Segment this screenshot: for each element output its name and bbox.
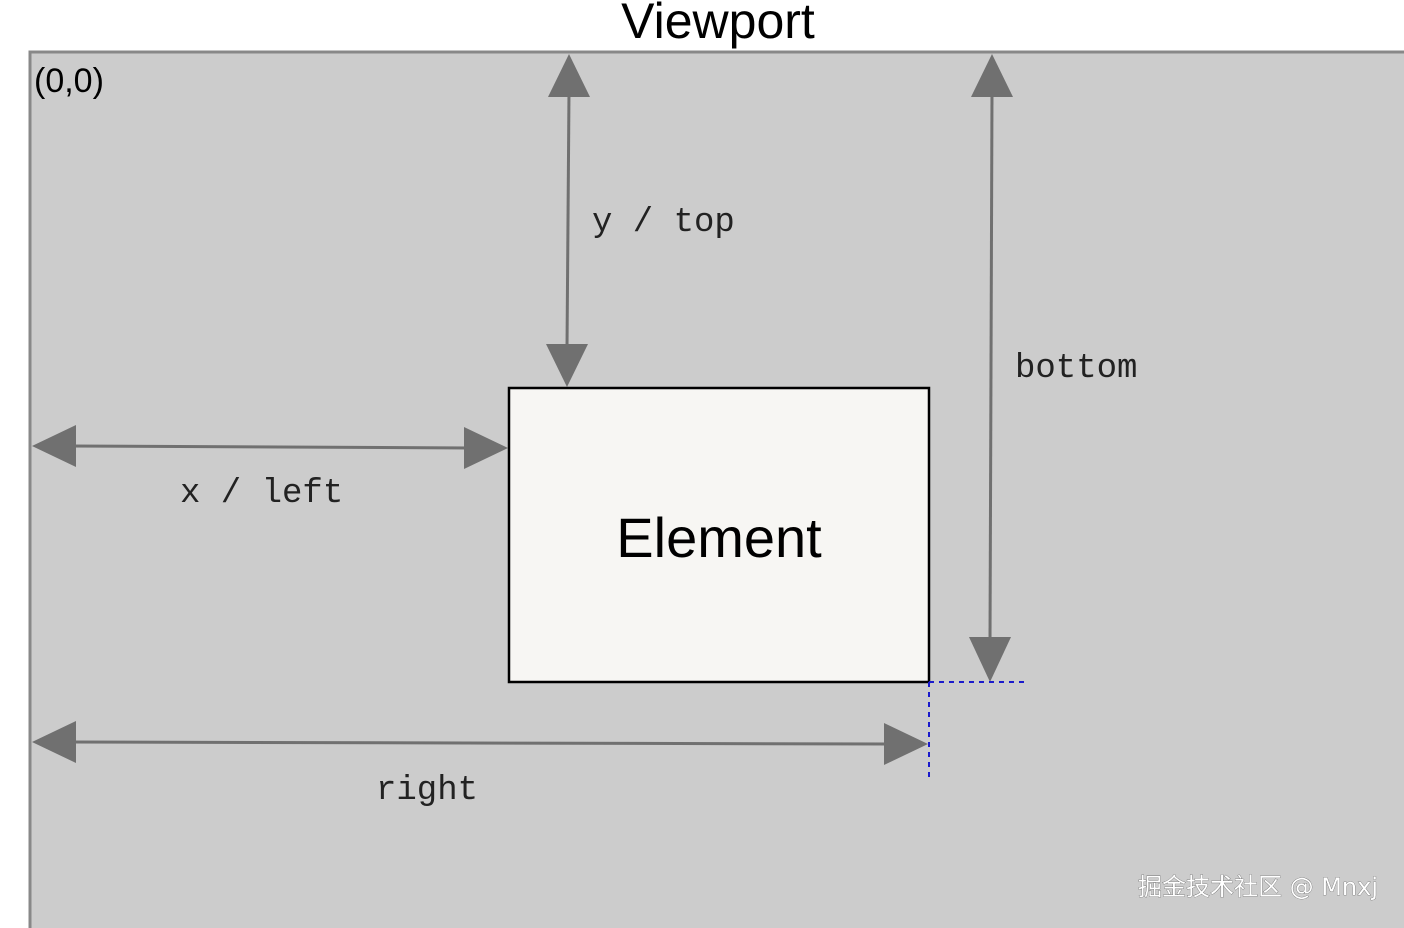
top-label: y / top (592, 204, 735, 242)
bottom-arrow (969, 54, 1013, 682)
left-arrow (32, 425, 508, 469)
corner-guides (928, 681, 1026, 778)
left-label: x / left (180, 475, 343, 513)
element-label: Element (616, 506, 822, 569)
top-arrow (546, 54, 590, 387)
right-label: right (376, 772, 478, 810)
right-arrow (32, 721, 928, 765)
viewport-title: Viewport (621, 0, 815, 49)
watermark: 掘金技术社区 @ Mnxj (1138, 873, 1378, 901)
origin-label: (0,0) (34, 62, 104, 100)
element-box (507, 386, 931, 684)
bottom-label: bottom (1015, 350, 1137, 388)
